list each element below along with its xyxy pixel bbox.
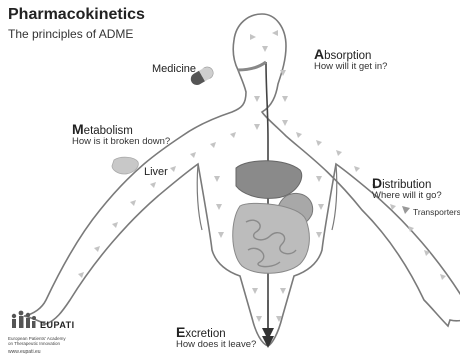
absorption-block: Absorption How will it get in? [314,48,387,72]
metabolism-block: Metabolism How is it broken down? [72,123,170,147]
excretion-block: Excretion How does it leave? [176,326,256,350]
metabolism-question: How is it broken down? [72,137,170,147]
liver-label: Liver [144,166,168,178]
eupati-logo-name: EUPATI [40,320,75,330]
eupati-logo-url: www.eupati.eu [8,349,41,355]
mouth-channel [238,62,266,70]
page-title: Pharmacokinetics [8,6,145,24]
absorption-initial: A [314,46,324,62]
eupati-logo-tagline: European Patients' Academy on Therapeuti… [8,336,68,346]
transporters-label: Transporters [413,207,460,217]
excretion-question: How does it leave? [176,340,256,350]
distribution-initial: D [372,175,382,191]
absorption-question: How will it get in? [314,62,387,72]
distribution-question: Where will it go? [372,191,442,201]
distribution-block: Distribution Where will it go? [372,177,442,201]
liver-icon [112,157,138,174]
transporters-icon [402,206,410,214]
intestines-organ [233,203,310,273]
metabolism-initial: M [72,121,84,137]
page-subtitle: The principles of ADME [8,27,133,41]
medicine-label: Medicine [152,63,196,75]
excretion-initial: E [176,324,185,340]
liver-organ [236,161,302,199]
